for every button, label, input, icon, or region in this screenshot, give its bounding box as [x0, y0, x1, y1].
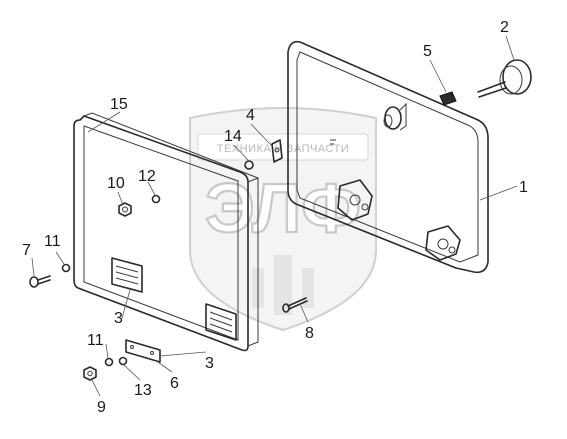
callout-2: 2	[500, 19, 509, 36]
part-13-washer	[118, 356, 128, 366]
part-3-upper-clip	[111, 257, 143, 293]
callout-3b: 3	[205, 355, 214, 372]
part-3-lower-clip	[205, 303, 237, 341]
callout-11a: 11	[44, 233, 61, 250]
callout-7: 7	[22, 242, 31, 259]
callout-5: 5	[423, 43, 432, 60]
part-7-bolt	[29, 275, 51, 288]
callout-3a: 3	[114, 310, 123, 327]
part-11-upper-washer	[61, 263, 71, 273]
part-10-nut	[118, 202, 132, 217]
callout-4: 4	[246, 107, 255, 124]
part-1-upper-hinge	[337, 179, 373, 221]
watermark-banner	[197, 133, 369, 161]
watermark-shield-shape	[189, 107, 377, 332]
part-6-plate	[125, 339, 161, 363]
callout-1: 1	[519, 179, 528, 196]
part-1-boss	[384, 106, 402, 130]
watermark-brand-text: ТЕХНИКА И ЗАПЧАСТИ	[217, 143, 349, 155]
callout-12: 12	[138, 168, 156, 185]
leader-lines	[31, 35, 518, 397]
part-1-lower-hinge	[425, 225, 461, 261]
watermark-logo: ТЕХНИКА И ЗАПЧАСТИ ЭЛФ	[189, 107, 377, 332]
part-11-lower-washer	[104, 357, 114, 367]
callout-6: 6	[170, 375, 179, 392]
watermark-wheat-icon	[252, 255, 314, 315]
callout-9: 9	[97, 399, 106, 416]
part-2-knob	[477, 59, 532, 98]
callout-13: 13	[134, 382, 152, 399]
callout-8: 8	[305, 325, 314, 342]
callout-11b: 11	[87, 332, 104, 349]
callout-15: 15	[110, 96, 128, 113]
part-9-nut	[83, 366, 97, 381]
part-12-washer	[151, 194, 161, 204]
part-14-washer	[244, 160, 254, 170]
part-8-pin	[282, 297, 308, 313]
callout-labels: 1 2 3 3 4 5 6 7 8 9 10 11 11 12 13 14 15	[22, 19, 528, 416]
callout-14: 14	[224, 128, 242, 145]
part-5-insert	[439, 91, 457, 106]
part-15-frame	[73, 112, 259, 352]
watermark-logo-letters: ЭЛФ	[205, 169, 361, 247]
part-1-back-plate	[287, 40, 489, 274]
callout-10: 10	[107, 175, 125, 192]
part-4-bracket	[271, 139, 283, 163]
